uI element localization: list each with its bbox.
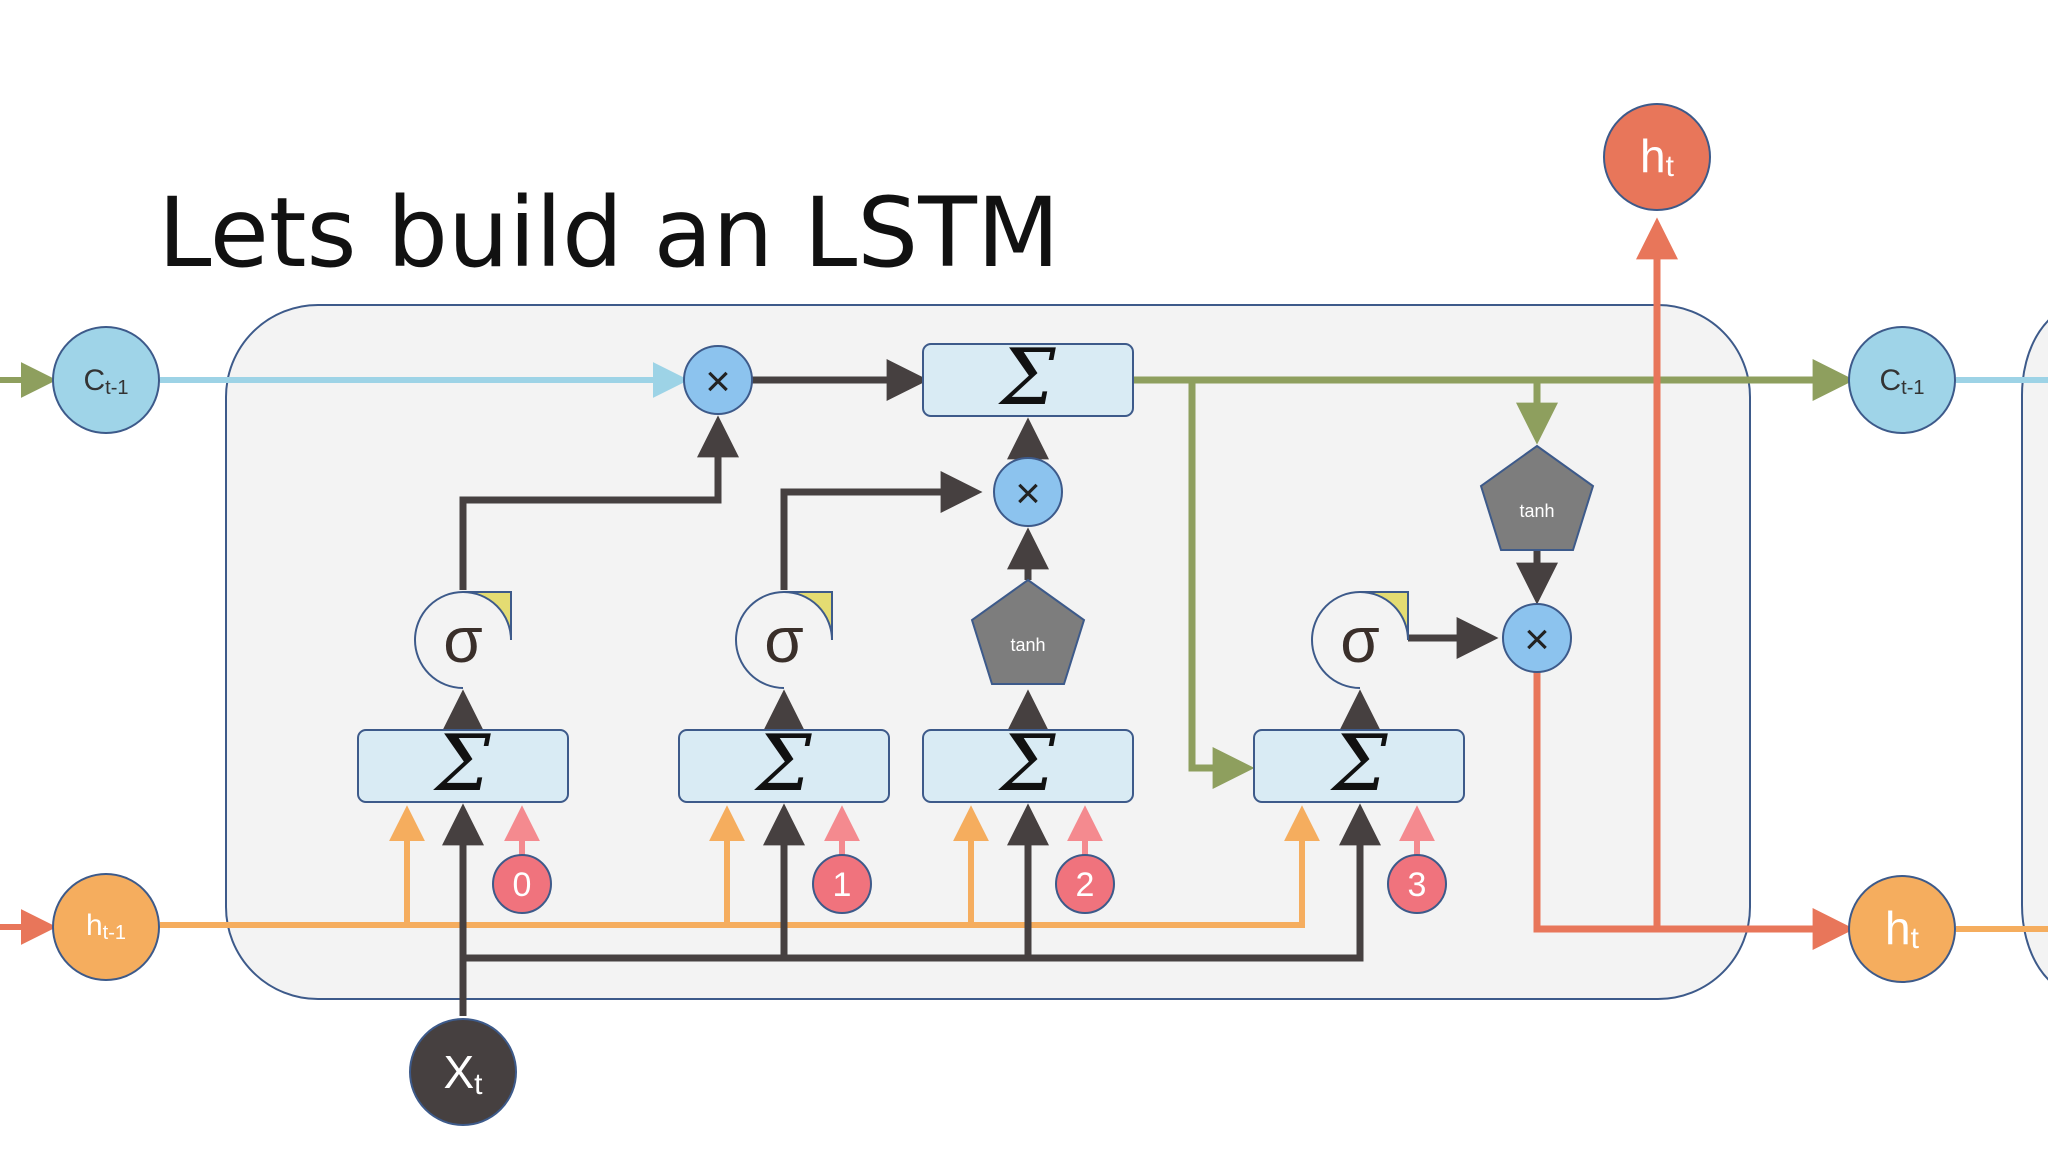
node-sub: t [1911, 922, 1920, 955]
bias-label: 3 [1408, 866, 1427, 904]
sum-symbol: Σ [997, 333, 1056, 423]
input-x-node: Xt [409, 1018, 517, 1126]
page-title: Lets build an LSTM [158, 177, 1060, 289]
tanh-label: tanh [1010, 635, 1045, 655]
svg-text:ht: ht [1885, 902, 1920, 955]
cell-to-output-sum-arrow [1188, 380, 1255, 789]
sum-symbol: Σ [432, 719, 491, 809]
sigmoid-node-input: σ [735, 591, 833, 689]
tanh-node-candidate: tanh [970, 578, 1086, 685]
sum-symbol: Σ [1329, 719, 1388, 809]
svg-text:Ct-1: Ct-1 [83, 364, 128, 399]
bias-node-2: 2 [1055, 854, 1115, 914]
node-sub: t-1 [1901, 377, 1924, 399]
bias-node-0: 0 [492, 854, 552, 914]
sigmoid-symbol: σ [443, 604, 483, 676]
node-base: C [83, 364, 105, 397]
node-sub: t-1 [103, 922, 126, 944]
forget-gate-to-mult-arrow [459, 415, 739, 590]
sigmoid-node-output: σ [1311, 591, 1409, 689]
svg-text:Ct-1: Ct-1 [1879, 364, 1924, 399]
sigmoid-symbol: σ [764, 604, 804, 676]
output-mult-to-hidden-arrow [1533, 672, 1855, 950]
sigmoid-symbol: σ [1340, 604, 1380, 676]
hidden-output-top-node: ht [1603, 103, 1711, 211]
multiply-symbol: × [1015, 469, 1041, 518]
node-base: C [1879, 364, 1901, 397]
bias-label: 0 [513, 866, 532, 904]
multiply-node-input: × [993, 457, 1063, 527]
sum-symbol: Σ [997, 719, 1056, 809]
node-base: h [1640, 130, 1666, 182]
sum-box-forget: Σ [357, 719, 569, 809]
input-bus-line [459, 803, 1381, 1016]
tanh-node-cell: tanh [1479, 444, 1595, 551]
bias-label: 1 [833, 866, 852, 904]
cell-state-prev-node: Ct-1 [52, 326, 160, 434]
bias-node-1: 1 [812, 854, 872, 914]
node-base: X [443, 1046, 474, 1098]
multiply-symbol: × [705, 357, 731, 406]
hidden-state-prev-node: ht-1 [52, 873, 160, 981]
svg-text:ht-1: ht-1 [86, 909, 126, 944]
multiply-node-forget: × [683, 345, 753, 415]
multiply-node-output: × [1502, 603, 1572, 673]
hidden-state-next-node: ht [1848, 875, 1956, 983]
node-base: h [1885, 902, 1911, 954]
sum-box-output: Σ [1253, 719, 1465, 809]
node-base: h [86, 909, 103, 942]
cell-state-next-node: Ct-1 [1848, 326, 1956, 434]
svg-text:ht: ht [1640, 130, 1675, 183]
multiply-symbol: × [1524, 615, 1550, 664]
tanh-label: tanh [1519, 501, 1554, 521]
next-cell-panel [2021, 319, 2048, 981]
sum-box-input: Σ [678, 719, 890, 809]
hidden-state-line [160, 805, 1320, 928]
bias-label: 2 [1076, 866, 1095, 904]
svg-text:Xt: Xt [443, 1046, 483, 1101]
sum-symbol: Σ [753, 719, 812, 809]
sigmoid-node-forget: σ [414, 591, 512, 689]
node-sub: t [1666, 150, 1675, 183]
sum-box-candidate: Σ [922, 719, 1134, 809]
sum-box-cell: Σ [922, 333, 1134, 423]
input-gate-to-mult-arrow [780, 471, 983, 590]
node-sub: t [474, 1068, 483, 1101]
node-sub: t-1 [105, 377, 128, 399]
bias-node-3: 3 [1387, 854, 1447, 914]
